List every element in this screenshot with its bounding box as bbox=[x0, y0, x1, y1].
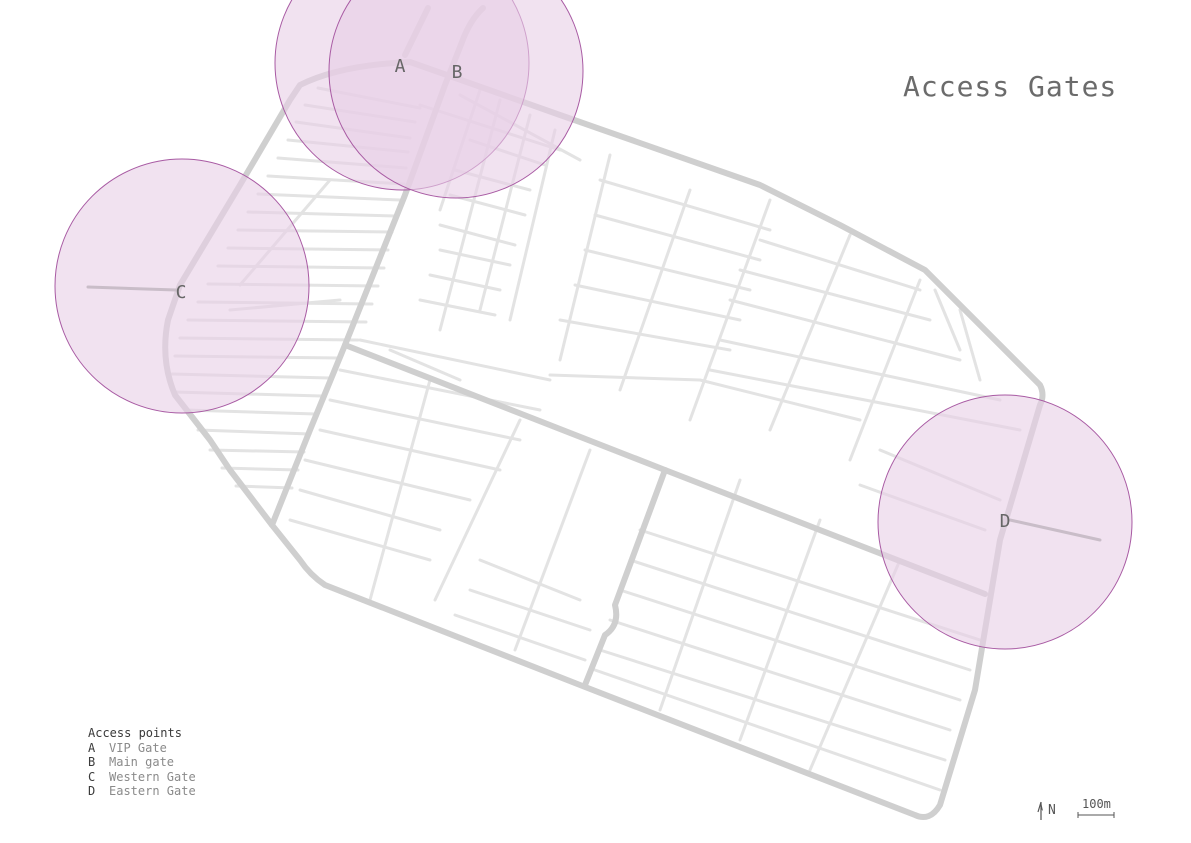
map-title: Access Gates bbox=[903, 70, 1118, 103]
legend-letter: C bbox=[88, 769, 96, 784]
gate-label-c: C bbox=[176, 282, 187, 303]
gate-label-b: B bbox=[452, 62, 463, 83]
gate-label-a: A bbox=[395, 56, 406, 77]
north-arrow-icon bbox=[1037, 801, 1043, 820]
legend: Access points A VIP Gate B Main gate C West… bbox=[88, 726, 196, 799]
legend-heading: Access points bbox=[88, 726, 182, 740]
gate-zone-b[interactable] bbox=[328, 0, 584, 199]
scale-bar bbox=[1077, 812, 1115, 818]
minor-streets bbox=[170, 86, 1022, 792]
legend-letter: A bbox=[88, 740, 96, 755]
gate-spurs bbox=[86, 285, 1102, 542]
gate-zones bbox=[54, 0, 1133, 650]
legend-label: Eastern Gate bbox=[109, 784, 196, 798]
legend-item: A VIP Gate bbox=[88, 741, 196, 756]
legend-item: D Eastern Gate bbox=[88, 784, 196, 799]
scale-label: 100m bbox=[1082, 797, 1111, 811]
legend-item: C Western Gate bbox=[88, 770, 196, 785]
southern-connector bbox=[582, 467, 668, 688]
gate-label-d: D bbox=[1000, 511, 1011, 532]
legend-item: B Main gate bbox=[88, 755, 196, 770]
legend-label: Main gate bbox=[109, 755, 175, 769]
gate-zone-c[interactable] bbox=[54, 158, 310, 414]
legend-letter: B bbox=[88, 755, 96, 769]
legend-label: Western Gate bbox=[109, 769, 196, 784]
gate-zone-d[interactable] bbox=[877, 394, 1133, 650]
north-label: N bbox=[1048, 803, 1056, 818]
legend-label: VIP Gate bbox=[109, 740, 167, 755]
legend-letter: D bbox=[88, 784, 96, 798]
